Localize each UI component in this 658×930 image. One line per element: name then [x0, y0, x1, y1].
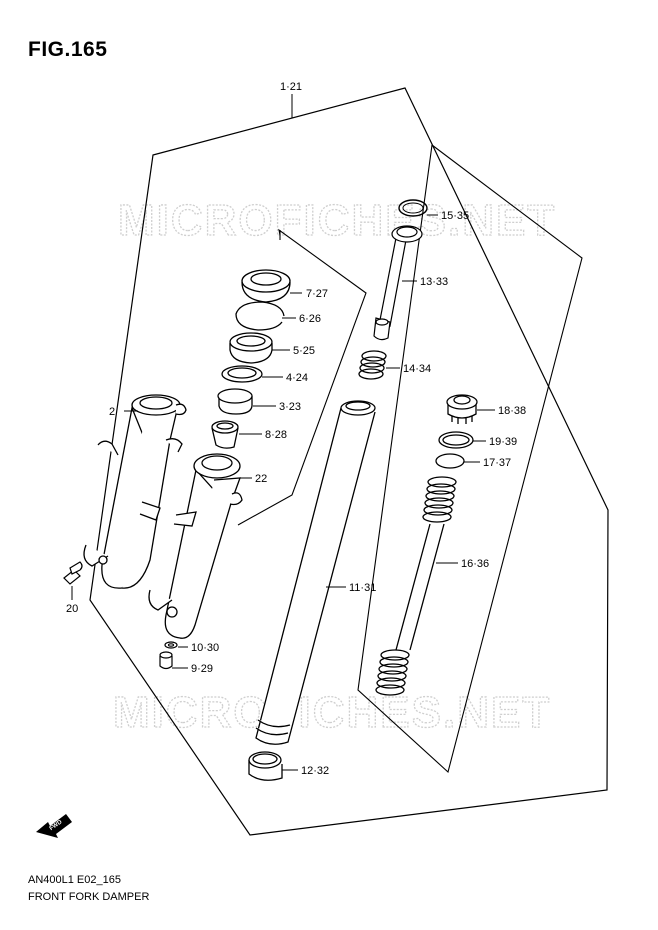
watermark-bottom: MICROFICHES.NET [113, 688, 551, 737]
callout-10-30: 10·30 [191, 642, 219, 654]
part-stopper-ring-6 [235, 301, 285, 331]
callout-11-31: 11·31 [349, 582, 376, 594]
callout-20: 20 [66, 603, 78, 615]
part-oil-seal-5 [229, 332, 273, 364]
part-washer-4 [221, 365, 263, 383]
callout-22: 22 [255, 473, 267, 485]
part-rebound-spring-14 [358, 350, 387, 380]
assembly-boundary [89, 87, 609, 836]
callout-1-21: 1·21 [280, 81, 302, 93]
part-dust-seal-7 [241, 269, 291, 303]
figure-name: FRONT FORK DAMPER [28, 891, 150, 903]
callout-8-28: 8·28 [265, 429, 287, 441]
callout-19-39: 19·39 [489, 436, 517, 448]
forward-arrow-icon: FWD [36, 814, 72, 838]
callout-3-23: 3·23 [279, 401, 301, 413]
callout-9-29: 9·29 [191, 663, 213, 675]
callout-6-26: 6·26 [299, 313, 321, 325]
callout-5-25: 5·25 [293, 345, 315, 357]
part-outer-tube-2 [83, 394, 187, 589]
part-bolt-9 [159, 651, 173, 670]
part-washer-10 [164, 641, 178, 649]
part-inner-tube-11 [255, 400, 376, 745]
callout-14-34: 14·34 [403, 363, 431, 375]
watermark-top: MICROFICHES.NET [118, 196, 556, 245]
callout-2: 2 [109, 406, 115, 418]
outer-tube-subgroup-boundary [237, 228, 367, 526]
callout-16-36: 16·36 [461, 558, 489, 570]
part-washer-17 [435, 453, 465, 469]
callout-12-32: 12·32 [301, 765, 329, 777]
part-bolt-20 [63, 561, 83, 585]
part-damper-rod-13 [373, 225, 423, 341]
callout-13-33: 13·33 [420, 276, 448, 288]
callout-7-27: 7·27 [306, 288, 328, 300]
part-bushing-3 [217, 388, 253, 415]
callout-17-37: 17·37 [483, 457, 511, 469]
callout-15-35: 15·35 [441, 210, 469, 222]
damper-subgroup-boundary [357, 143, 583, 774]
figure-model-code: AN400L1 E02_165 [28, 874, 121, 886]
part-outer-tube-22 [148, 453, 243, 639]
part-bushing-12 [248, 751, 283, 781]
callout-18-38: 18·38 [498, 405, 526, 417]
figure-title: FIG.165 [28, 38, 108, 61]
part-fork-spring-16 [375, 476, 457, 696]
part-cap-bolt-18 [446, 394, 478, 424]
callout-4-24: 4·24 [286, 372, 308, 384]
part-ring-15 [398, 199, 428, 217]
part-oring-19 [438, 431, 474, 449]
part-bushing-8 [211, 420, 239, 449]
leader-lines [71, 94, 495, 771]
